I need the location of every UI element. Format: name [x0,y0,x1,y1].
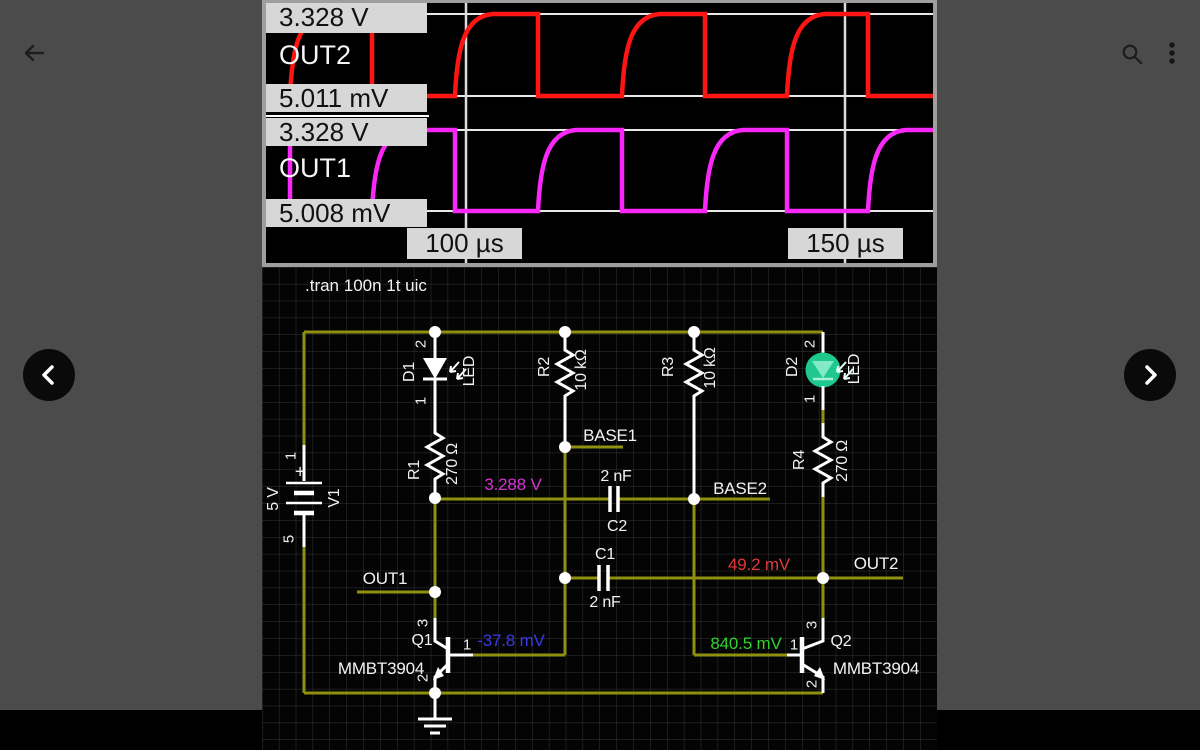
r3-ref-label: R3 [660,356,677,378]
v1-value-label: 5 V [265,487,282,511]
q2-ref-label: Q2 [830,633,852,650]
battery-v1[interactable] [286,445,322,547]
net-label-base2: BASE2 [713,479,767,498]
r4-ref-label: R4 [791,449,808,471]
led-d2-active[interactable] [805,332,854,410]
d1-pin2-label: 2 [412,339,430,349]
d1-type-label: LED [461,355,478,387]
net-label-base1: BASE1 [583,426,637,445]
next-page-button[interactable] [1124,349,1176,401]
node-voltage-8405: 840.5 mV [710,634,782,653]
schematic-canvas [262,267,937,750]
d2-pin2-label: 2 [801,339,819,349]
capacitor-c1[interactable] [597,565,610,591]
net-label-out2: OUT2 [853,554,899,573]
q1-type-label: MMBT3904 [337,659,425,678]
search-button[interactable] [1120,42,1144,66]
q1-pin2-label: 2 [414,673,432,683]
d2-type-label: LED [846,353,863,385]
resistor-r3[interactable] [682,332,706,499]
chevron-right-icon [1145,365,1157,385]
q1-pin1-label: 1 [462,636,472,654]
led-emission-arrows [449,361,467,380]
more-vertical-icon [1169,42,1175,64]
v1-ref-label: V1 [326,488,343,508]
capacitor-c2[interactable] [608,486,620,512]
channel-divider [266,115,429,117]
v1-plus-sign: + [294,461,306,482]
overflow-menu-button[interactable] [1160,40,1184,66]
r1-ref-label: R1 [406,459,423,481]
c2-ref-label: C2 [606,518,628,535]
d2-ref-label: D2 [784,356,801,378]
transistor-q2[interactable] [787,618,825,693]
r2-ref-label: R2 [536,356,553,378]
led-emission-arrows [836,361,854,380]
v1-pin1-label: 1 [282,451,300,461]
ch2-min-value: 5.011 mV [266,84,427,112]
ch1-name: OUT1 [279,153,352,183]
v1-pin5-label: 5 [280,534,298,544]
resistor-r2[interactable] [553,332,577,447]
q2-pin2-label: 2 [803,679,821,689]
r4-value-label: 270 Ω [834,439,851,483]
d1-ref-label: D1 [401,361,418,383]
q1-pin3-label: 3 [414,618,432,628]
transistor-q1[interactable] [433,618,473,693]
r1-value-label: 270 Ω [444,442,461,486]
node-voltage-minus378: -37.8 mV [477,631,545,650]
q2-type-label: MMBT3904 [832,659,920,678]
d1-pin1-label: 1 [412,396,430,406]
r2-value-label: 10 kΩ [573,349,590,391]
c1-value-label: 2 nF [589,594,621,611]
chevron-left-icon [42,365,54,385]
time-tick-100us: 100 µs [407,228,522,259]
resistor-r4[interactable] [811,423,835,497]
spice-directive[interactable]: .tran 100n 1t uic [305,276,427,295]
d2-pin1-label: 1 [801,394,819,404]
oscilloscope-panel[interactable]: 3.328 V OUT2 5.011 mV 3.328 V OUT1 5.008… [262,0,937,267]
node-voltage-3288: 3.288 V [484,475,542,494]
ch2-name: OUT2 [279,40,352,70]
ch2-max-value: 3.328 V [266,3,427,33]
ch1-max-value: 3.328 V [266,118,427,146]
q1-ref-label: Q1 [411,632,433,649]
search-icon [1122,44,1143,65]
back-button[interactable] [22,41,46,65]
r3-value-label: 10 kΩ [702,347,719,389]
schematic-panel[interactable]: .tran 100n 1t uic 2 D1 LED 1 R1 270 Ω 3.… [262,267,937,750]
node-voltage-492: 49.2 mV [728,555,790,574]
junction-dots [429,326,829,699]
q2-pin3-label: 3 [803,620,821,630]
time-tick-150us: 150 µs [788,228,903,259]
ch1-min-value: 5.008 mV [266,199,427,227]
oscilloscope-screen: 3.328 V OUT2 5.011 mV 3.328 V OUT1 5.008… [266,3,933,263]
net-label-out1: OUT1 [362,569,408,588]
c1-ref-label: C1 [594,546,616,563]
prev-page-button[interactable] [23,349,75,401]
c2-value-label: 2 nF [600,468,632,485]
resistor-r1[interactable] [423,407,447,498]
led-d1[interactable] [423,332,467,407]
q2-pin1-label: 1 [789,636,799,654]
arrow-left-icon [24,44,45,62]
